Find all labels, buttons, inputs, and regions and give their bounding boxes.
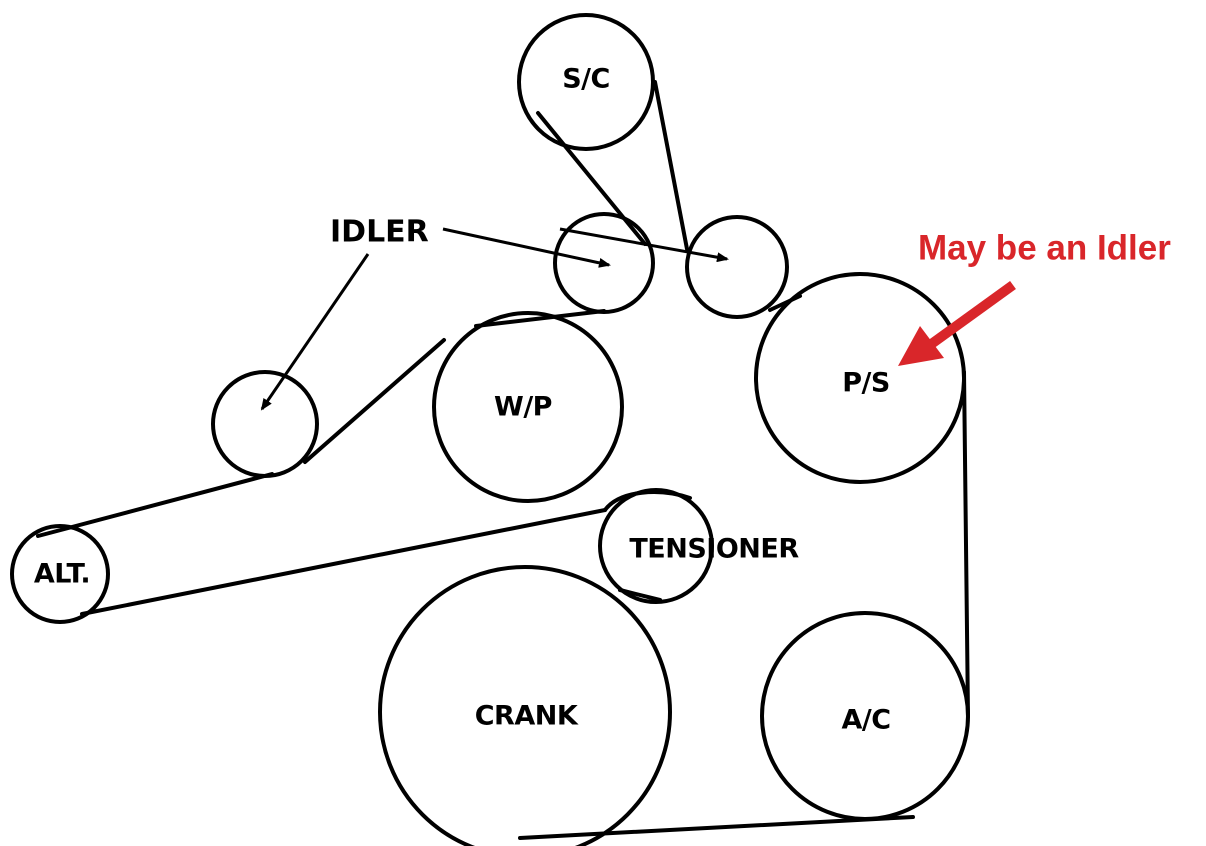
pulley-alt bbox=[10, 524, 110, 624]
belt-wp-idler bbox=[303, 338, 446, 464]
belt-alt-tensioner bbox=[80, 508, 607, 616]
label-ps: P/S bbox=[842, 368, 890, 399]
pulley-wp bbox=[432, 311, 624, 503]
label-sc: S/C bbox=[562, 64, 610, 95]
belt-idler-wp bbox=[474, 309, 606, 328]
pulley-idler-right bbox=[685, 215, 789, 319]
label-wp: W/P bbox=[494, 392, 552, 423]
belt-ac-ps bbox=[962, 370, 970, 719]
label-alt: ALT. bbox=[34, 559, 90, 590]
pointer-idler-center bbox=[442, 227, 611, 268]
label-ac: A/C bbox=[841, 705, 890, 736]
serpentine-belt bbox=[36, 80, 970, 840]
belt-idler-alt bbox=[36, 472, 274, 538]
note-arrow-shaft bbox=[927, 280, 1016, 350]
pulley-idler-left bbox=[211, 370, 319, 478]
pulley-ps bbox=[754, 272, 966, 484]
pulley-ac bbox=[760, 611, 970, 821]
label-idler: IDLER bbox=[330, 215, 429, 250]
pointer-idler-right bbox=[559, 227, 729, 263]
belt-sc-idler-left bbox=[536, 111, 647, 246]
label-tensioner: TENSIONER bbox=[629, 534, 799, 565]
note-arrow bbox=[898, 280, 1016, 366]
label-note: May be an Idler bbox=[918, 229, 1171, 268]
pulley-sc bbox=[517, 13, 655, 151]
note-arrow-head bbox=[898, 326, 944, 366]
pulley-tensioner bbox=[598, 488, 714, 604]
pulley-idler-center bbox=[553, 212, 655, 314]
label-crank: CRANK bbox=[475, 701, 579, 732]
belt-idler-sc-right bbox=[653, 80, 689, 251]
pulley-crank bbox=[378, 565, 672, 846]
idler-pointers bbox=[260, 227, 729, 411]
pointer-idler-left bbox=[260, 253, 370, 411]
belt-crank-ac bbox=[518, 815, 915, 840]
